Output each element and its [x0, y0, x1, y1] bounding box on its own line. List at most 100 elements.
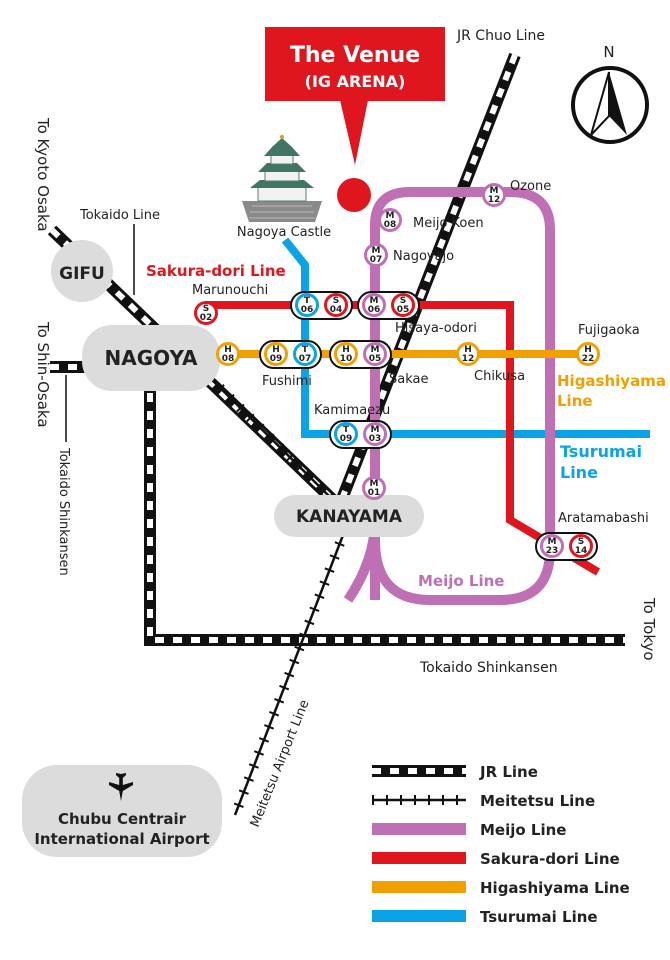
svg-text:09: 09	[270, 354, 283, 364]
legend-item-sakura: Sakura-dori Line	[372, 850, 620, 868]
station-h09[interactable]: H 09	[264, 342, 288, 366]
compass-label: N	[603, 43, 614, 61]
direction-tokyo: To Tokyo	[640, 597, 658, 661]
station-m23[interactable]: M 23	[540, 534, 564, 558]
airport-label-2: International Airport	[34, 830, 209, 848]
svg-text:S: S	[400, 296, 406, 306]
svg-text:12: 12	[488, 195, 501, 205]
svg-text:S: S	[578, 537, 584, 547]
station-label-meijo-koen: Meijo Koen	[413, 216, 484, 231]
direction-shin-osaka: To Shin-Osaka	[34, 321, 52, 428]
meitetsu-airport-line-label: Meitetsu Airport Line	[248, 698, 313, 830]
venue-callout-pointer	[340, 100, 368, 165]
kanayama-label: KANAYAMA	[296, 507, 403, 527]
airport-label-1: Chubu Centrair	[58, 810, 187, 828]
legend: JR Line Meitetsu Line Meijo Line Sakura-…	[372, 763, 630, 926]
station-s02[interactable]: S 02	[194, 301, 218, 325]
station-label-fushimi: Fushimi	[262, 374, 312, 389]
svg-text:M: M	[372, 246, 381, 256]
svg-text:09: 09	[340, 434, 353, 444]
svg-text:H: H	[464, 345, 472, 355]
station-t07[interactable]: T 07	[293, 342, 317, 366]
venue-callout	[265, 27, 445, 101]
svg-text:H: H	[342, 345, 350, 355]
svg-text:23: 23	[546, 546, 559, 556]
legend-label-meitetsu: Meitetsu Line	[480, 792, 595, 810]
station-s14[interactable]: S 14	[569, 534, 593, 558]
station-m08[interactable]: M 08	[378, 208, 402, 232]
svg-text:06: 06	[301, 305, 314, 315]
svg-text:M: M	[386, 211, 395, 221]
station-m06[interactable]: M 06	[362, 293, 386, 317]
station-h22[interactable]: H 22	[576, 342, 600, 366]
tokaido-shinkansen-line-dash	[50, 364, 625, 643]
svg-text:08: 08	[222, 354, 235, 364]
station-label-fujigaoka: Fujigaoka	[578, 323, 640, 338]
station-label-chikusa: Chikusa	[474, 369, 525, 384]
venue-title: The Venue	[290, 43, 420, 68]
castle-label: Nagoya Castle	[237, 225, 331, 240]
station-s04[interactable]: S 04	[324, 293, 348, 317]
svg-text:14: 14	[575, 546, 588, 556]
meijo-line-label: Meijo Line	[418, 572, 504, 590]
venue-subtitle: (IG ARENA)	[305, 72, 406, 91]
svg-text:08: 08	[384, 220, 397, 230]
svg-text:02: 02	[200, 313, 213, 323]
legend-item-tsurumai: Tsurumai Line	[372, 908, 598, 926]
legend-item-meitetsu: Meitetsu Line	[372, 792, 595, 810]
svg-text:M: M	[490, 186, 499, 196]
castle-icon	[242, 135, 322, 222]
legend-label-sakura: Sakura-dori Line	[480, 850, 620, 868]
svg-text:03: 03	[369, 434, 382, 444]
tokaido-line-label: Tokaido Line	[79, 208, 160, 223]
svg-text:06: 06	[368, 305, 381, 315]
jr-chuo-line-label: JR Chuo Line	[456, 28, 545, 44]
station-label-marunouchi: Marunouchi	[192, 283, 268, 298]
gifu-circle	[51, 240, 113, 302]
svg-text:05: 05	[397, 305, 410, 315]
station-h10[interactable]: H 10	[334, 342, 358, 366]
svg-text:05: 05	[369, 354, 382, 364]
svg-text:M: M	[548, 537, 557, 547]
meitetsu-line-main	[189, 357, 334, 501]
nagoya-label: NAGOYA	[105, 346, 198, 370]
higashiyama-line-label-1: Higashiyama	[557, 372, 666, 390]
svg-text:04: 04	[330, 305, 343, 315]
svg-text:07: 07	[299, 354, 312, 364]
station-t06[interactable]: T 06	[295, 293, 319, 317]
nagoya-box	[82, 325, 220, 391]
station-label-kamimaezu: Kamimaezu	[314, 403, 390, 418]
station-label-aratamabashi: Aratamabashi	[558, 511, 649, 526]
airport-box	[22, 765, 222, 857]
svg-text:10: 10	[340, 354, 353, 364]
meitetsu-lines	[186, 354, 350, 817]
svg-text:S: S	[203, 304, 209, 314]
station-m12[interactable]: M 12	[482, 183, 506, 207]
shinkansen-label-vertical: Tokaido Shinkansen	[56, 447, 71, 576]
legend-item-meijo: Meijo Line	[372, 821, 566, 839]
station-label-nagoyajo: Nagoyajo	[393, 249, 454, 264]
station-m01[interactable]: M 01	[362, 476, 386, 500]
svg-text:H: H	[224, 345, 232, 355]
svg-text:12: 12	[462, 354, 475, 364]
station-s05[interactable]: S 05	[391, 293, 415, 317]
station-m03[interactable]: M 03	[363, 422, 387, 446]
compass-icon	[571, 66, 649, 144]
tsurumai-line-label-2: Line	[560, 463, 598, 482]
svg-text:T: T	[304, 296, 311, 306]
legend-label-tsurumai: Tsurumai Line	[480, 908, 598, 926]
svg-text:22: 22	[582, 354, 595, 364]
station-h12[interactable]: H 12	[456, 342, 480, 366]
sakura-line-label: Sakura-dori Line	[146, 262, 286, 280]
station-t09[interactable]: T 09	[334, 422, 358, 446]
legend-label-higashiyama: Higashiyama Line	[480, 879, 630, 897]
station-label-ozone: Ozone	[510, 179, 551, 194]
station-m05[interactable]: M 05	[363, 342, 387, 366]
station-label-hisaya-odori: Hisaya-odori	[395, 321, 477, 336]
kanayama-box	[274, 495, 424, 537]
svg-text:M: M	[370, 296, 379, 306]
svg-text:07: 07	[370, 255, 383, 265]
station-h08[interactable]: H 08	[216, 342, 240, 366]
station-m07[interactable]: M 07	[364, 243, 388, 267]
